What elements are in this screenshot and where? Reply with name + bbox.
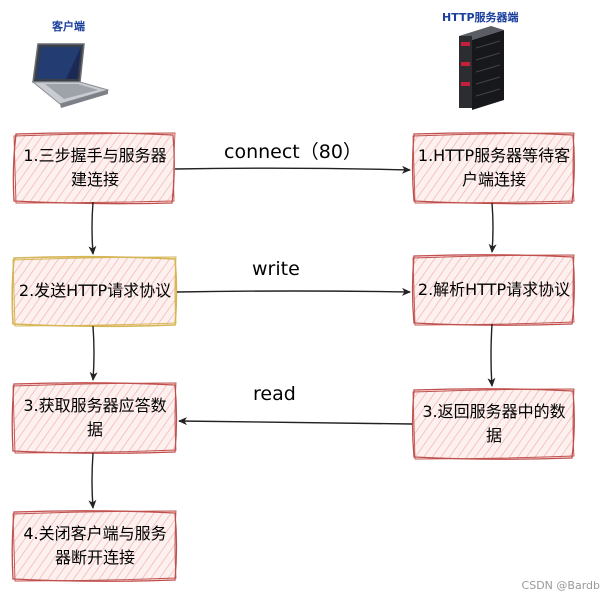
laptop-icon [31, 43, 110, 108]
server-step-2: 2.解析HTTP请求协议 [413, 256, 575, 324]
connect-label: connect（80） [224, 141, 362, 163]
client-step-2: 2.发送HTTP请求协议 [13, 257, 177, 325]
client-title: 客户端 [52, 20, 85, 33]
arrow-client-2-to-3 [89, 325, 98, 381]
arrow-write [176, 287, 411, 296]
arrow-read [178, 417, 413, 426]
client-step-3: 3.获取服务器应答数据 [13, 384, 177, 452]
arrow-server-1-to-2 [488, 202, 497, 253]
server-step-box-1-shape [411, 132, 575, 205]
arrow-connect [174, 165, 411, 174]
arrow-client-3-to-4 [88, 452, 97, 509]
client-step-1-text: 1.三步握手与服务器建连接 [23, 146, 167, 189]
server-step-box-2-shape [411, 254, 575, 326]
server-title: HTTP服务器端 [442, 11, 519, 24]
server-step-1: 1.HTTP服务器等待客户端连接 [413, 134, 575, 202]
server-step-box-3-shape [411, 388, 575, 460]
server-step-3-text: 3.返回服务器中的数据 [422, 402, 566, 445]
arrow-server-2-to-3 [487, 323, 496, 387]
client-step-box-1-shape [12, 132, 176, 205]
client-step-4: 4.关闭客户端与服务器断开连接 [13, 512, 177, 580]
client-step-box-2-shape [11, 255, 178, 328]
watermark: CSDN @Bardb [521, 579, 600, 592]
client-step-4-text: 4.关闭客户端与服务器断开连接 [23, 524, 167, 567]
read-label: read [253, 383, 296, 405]
client-step-2-text: 2.发送HTTP请求协议 [18, 281, 172, 300]
server-step-3: 3.返回服务器中的数据 [413, 390, 575, 458]
server-step-2-text: 2.解析HTTP请求协议 [417, 280, 571, 299]
write-label: write [252, 258, 300, 280]
server-step-1-text: 1.HTTP服务器等待客户端连接 [417, 146, 571, 189]
client-step-3-text: 3.获取服务器应答数据 [23, 396, 167, 439]
client-step-box-4-shape [11, 510, 178, 582]
client-step-box-3-shape [11, 382, 178, 454]
client-step-1: 1.三步握手与服务器建连接 [14, 134, 176, 202]
arrow-client-1-to-2 [88, 201, 97, 255]
server-rack-icon [459, 26, 504, 110]
